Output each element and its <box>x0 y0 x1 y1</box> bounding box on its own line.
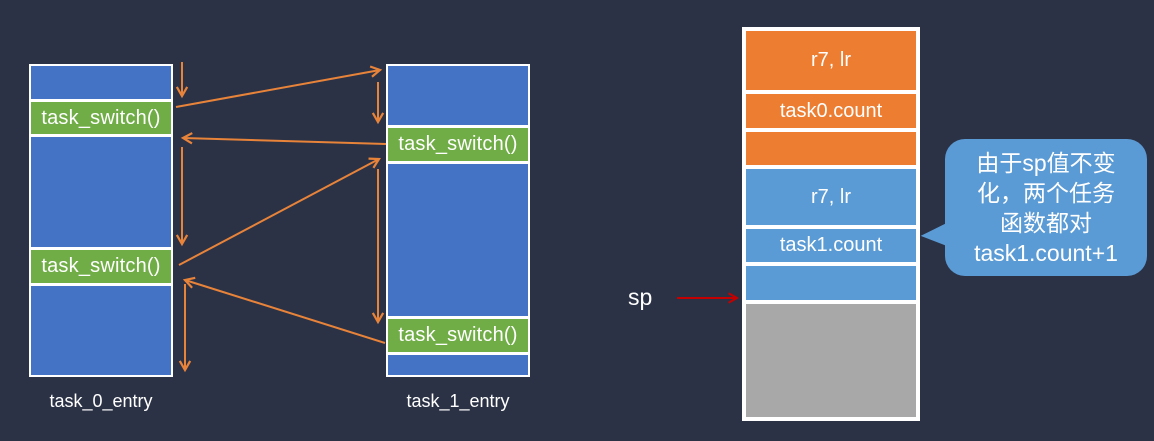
callout-line-4: task1.count+1 <box>974 239 1118 266</box>
task0-entry-label: task_0_entry <box>49 391 153 411</box>
task1-switch-top: task_switch() <box>388 128 528 161</box>
stack-cell-blue-empty <box>746 266 916 300</box>
arrow-switch-back-to-task0 <box>180 132 387 145</box>
task1-entry-label: task_1_entry <box>406 391 510 411</box>
callout-line-2: 化，两个任务 <box>977 179 1115 206</box>
arrow-switch-to-task1-top <box>175 65 383 108</box>
stack-cell-task0-count: task0.count <box>746 94 916 128</box>
callout-bubble-tail-icon <box>919 223 950 251</box>
task0-switch-top: task_switch() <box>31 102 171 134</box>
sp-label: sp <box>628 284 653 310</box>
callout-line-3: 函数都对 <box>1000 209 1092 236</box>
task0-column: task_switch() task_switch() <box>29 64 173 377</box>
stack-cell-orange-empty <box>746 132 916 165</box>
task1-code-block-top <box>388 66 528 125</box>
task0-code-block-top <box>31 66 171 99</box>
task1-column: task_switch() task_switch() <box>386 64 530 377</box>
task1-switch-bottom: task_switch() <box>388 319 528 352</box>
arrow-switch-to-task1-mid <box>178 157 381 266</box>
task0-code-block-bottom <box>31 286 171 375</box>
callout-bubble: 由于sp值不变 化，两个任务 函数都对 task1.count+1 <box>919 139 1147 276</box>
task1-code-block-bottom <box>388 355 528 375</box>
task0-switch-bottom: task_switch() <box>31 250 171 283</box>
stack-cell-r7lr-task0: r7, lr <box>746 31 916 90</box>
stack-column: r7, lr task0.count r7, lr task1.count <box>742 27 920 421</box>
stack-cell-free-space <box>746 304 916 417</box>
stack-cell-r7lr-task1: r7, lr <box>746 169 916 225</box>
callout-line-1: 由于sp值不变 <box>976 149 1116 176</box>
arrow-switch-back-to-task0-bottom <box>182 276 386 344</box>
task1-code-block-mid <box>388 164 528 316</box>
task0-code-block-mid <box>31 137 171 247</box>
stack-cell-task1-count: task1.count <box>746 229 916 262</box>
